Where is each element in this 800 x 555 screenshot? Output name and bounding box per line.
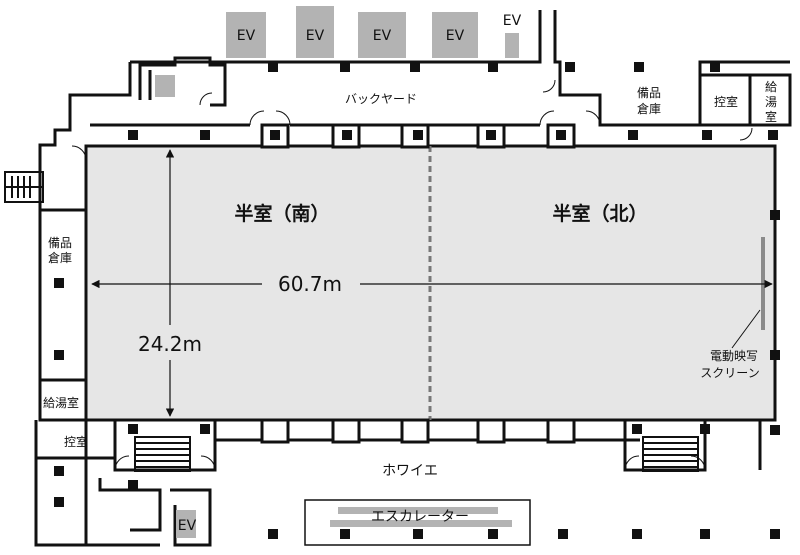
waiting-room-top-label: 控室 <box>714 94 738 109</box>
door-swing <box>690 455 706 471</box>
stair-block-top-left <box>138 56 227 107</box>
pantry-top-label: 湯 <box>765 95 777 109</box>
door-swing <box>739 127 753 141</box>
waiting-room-bottom-label: 控室 <box>64 434 88 449</box>
elevator-box <box>432 12 478 58</box>
column-square <box>770 425 780 435</box>
column-square <box>340 62 350 72</box>
elevator-label: EV <box>446 28 465 44</box>
column-square <box>628 130 638 140</box>
column-square <box>768 130 778 140</box>
column-square <box>413 529 423 539</box>
column-square <box>268 62 278 72</box>
column-square <box>634 62 644 72</box>
column-square <box>268 529 278 539</box>
north-hall-label: 半室（北） <box>552 202 647 225</box>
column-square <box>128 480 138 490</box>
column-square <box>702 130 712 140</box>
column-square <box>340 529 350 539</box>
storage-left-label: 倉庫 <box>48 250 72 265</box>
pantry-left-label: 給湯室 <box>43 395 79 410</box>
column-square <box>632 529 642 539</box>
elevator-box <box>176 510 196 538</box>
door-swing <box>200 455 216 471</box>
column-box <box>400 418 430 444</box>
screen-label: スクリーン <box>700 366 759 380</box>
elevator-label: EV <box>178 518 197 534</box>
door-swing <box>275 110 291 126</box>
column-square <box>556 130 566 140</box>
door-swing <box>249 110 265 126</box>
elevator-box <box>505 33 519 58</box>
stair-bottom-right <box>642 436 699 472</box>
column-square <box>128 424 138 434</box>
doors <box>71 79 753 471</box>
elevator-label: EV <box>306 28 325 44</box>
elevator-box <box>358 12 406 58</box>
width-dimension-label: 60.7m <box>278 272 342 296</box>
column-square <box>770 529 780 539</box>
column-square <box>770 350 780 360</box>
column-box <box>476 418 506 444</box>
door-swing <box>71 145 87 161</box>
column-square <box>54 350 64 360</box>
door-swing <box>114 455 130 471</box>
elevator-label: EV <box>237 28 256 44</box>
column-square <box>710 62 720 72</box>
screen-label: 電動映写 <box>710 349 758 363</box>
pantry-top-label: 室 <box>765 109 777 124</box>
door-swing <box>585 110 601 126</box>
column-box <box>546 418 576 444</box>
column-square <box>54 497 64 507</box>
door-swing <box>542 79 556 93</box>
elevator-label: EV <box>373 28 392 44</box>
storage-left-label: 備品 <box>48 235 72 250</box>
column-square <box>128 130 138 140</box>
column-square <box>200 130 210 140</box>
column-square <box>486 130 496 140</box>
column-square <box>413 130 423 140</box>
foyer-label: ホワイエ <box>382 463 438 479</box>
stair-left <box>4 171 44 203</box>
escalator-bar <box>338 507 498 514</box>
escalator-bar <box>330 520 512 527</box>
pantry-top-label: 給 <box>765 80 777 94</box>
elevators-top <box>155 6 519 97</box>
door-swing <box>624 455 640 471</box>
elevator-box <box>296 6 334 58</box>
column-square <box>565 62 575 72</box>
escalator-label: エスカレーター <box>371 509 469 525</box>
storage-top-label: 倉庫 <box>637 101 661 116</box>
column-square <box>488 62 498 72</box>
left-wing-walls <box>34 145 160 547</box>
door-swing <box>199 92 213 106</box>
depth-dimension-label: 24.2m <box>138 332 202 356</box>
column-square <box>770 210 780 220</box>
column-square <box>410 62 420 72</box>
column-square <box>558 529 568 539</box>
top-right-rooms <box>698 73 792 127</box>
column-square <box>270 130 280 140</box>
column-square <box>700 529 710 539</box>
column-square <box>200 424 210 434</box>
door-swing <box>539 110 555 126</box>
column-square <box>54 466 64 476</box>
column-square <box>632 424 642 434</box>
screen-leader-line <box>731 309 761 349</box>
column-square <box>342 130 352 140</box>
structural-columns <box>54 62 780 539</box>
column-square <box>488 529 498 539</box>
column-square <box>700 424 710 434</box>
storage-top-label: 備品 <box>637 85 661 100</box>
elevator-label: EV <box>503 13 522 29</box>
column-square <box>54 278 64 288</box>
elevator-box <box>155 75 175 97</box>
backyard-label: バックヤード <box>345 92 417 106</box>
column-box <box>260 418 290 444</box>
elevator-box <box>226 12 266 58</box>
stair-bottom-left <box>134 436 191 472</box>
column-box <box>331 418 361 444</box>
south-hall-label: 半室（南） <box>234 202 329 225</box>
